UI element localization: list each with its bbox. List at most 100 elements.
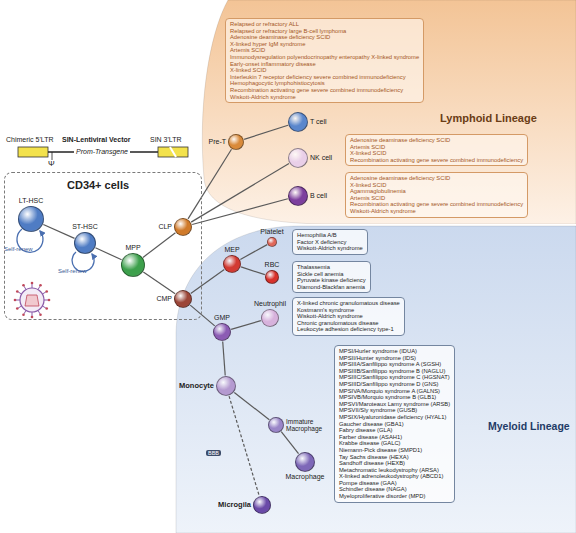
lineage-connector (240, 245, 267, 260)
ltr-5 (18, 147, 48, 157)
disease-item: MPSIIIB/Sanfilippo syndrome B (NAGLU) (339, 368, 450, 375)
lineage-connector (95, 248, 121, 260)
virus-spike (38, 310, 40, 313)
lentivirus-icon (14, 282, 51, 319)
disease-item: Sickle cell anemia (297, 271, 366, 278)
disease-item: Chronic granulomatous disease (297, 320, 400, 327)
virus-spike (16, 300, 20, 301)
disease-item: Fabry disease (GLA) (339, 427, 450, 434)
text-label: Ψ (48, 160, 55, 169)
cell-circle: T cell (288, 112, 308, 132)
disease-item: MPSIVA/Morquio syndrome A (GALNS) (339, 388, 450, 395)
virus-spike (42, 306, 45, 308)
disease-item: Metachromatic leukodystrophy (ARSA) (339, 467, 450, 474)
cell-label: RBC (265, 261, 280, 269)
disease-item: Pompe disease (GAA) (339, 480, 450, 487)
cell-label: GMP (214, 314, 230, 322)
cell-circle: CMP (174, 290, 192, 308)
region-outline (176, 226, 576, 533)
disease-item: MPSIVB/Morquio syndrome B (GLB1) (339, 394, 450, 401)
cell-circle: GMP (213, 323, 231, 341)
cell-circle: MEP (223, 255, 241, 273)
cell-label: Macrophage (286, 473, 325, 481)
virus-spike-tip (22, 313, 25, 316)
cell-circle: LT-HSC (18, 206, 44, 232)
cell-circle: Neutrophil (261, 309, 279, 327)
cell-label: Microgila (218, 501, 251, 510)
disease-item: Relapsed or refractory large B-cell lymp… (230, 28, 419, 35)
cell-circle: B cell (288, 186, 308, 206)
virus-spike (38, 286, 40, 289)
disease-item: Pyruvate kinase deficiency (297, 277, 366, 284)
disease-item: Hemophagocytic lymphohistiocytosis (230, 80, 419, 87)
disease-item: Recombination activating gene severe com… (230, 87, 419, 94)
lineage-region: Lymphoid LineagePre-TT cellNK cellB cell… (196, 0, 576, 224)
disease-item: Leukocyte adhesion deficiency type-1 (297, 326, 400, 333)
virus-spike-tip (14, 299, 17, 302)
cell-group-box: CD34+ cellsLT-HSCST-HSCMPPCLPCMP (4, 172, 202, 320)
lineage-connector (231, 321, 261, 330)
cell-label: CMP (156, 295, 172, 303)
lineage-connector (229, 396, 259, 496)
disease-list: MPSI/Hurler syndrome (IDUA)MPSII/Hunter … (334, 345, 455, 503)
lineage-connector (281, 432, 298, 454)
cell-circle: NK cell (288, 148, 308, 168)
cell-label: Immature Macrophage (286, 418, 332, 433)
cell-label: CLP (158, 223, 172, 231)
virus-spike (42, 292, 45, 294)
virus-spike-tip (48, 299, 51, 302)
cell-label: LT-HSC (19, 197, 43, 205)
lineage-connector (192, 199, 288, 225)
cell-label: ST-HSC (72, 223, 98, 231)
text-label: Chimeric 5'LTR (6, 136, 54, 144)
disease-item: Schindler disease (NAGA) (339, 486, 450, 493)
virus-spike-tip (31, 282, 34, 285)
disease-item: Wiskott-Aldrich syndrome (297, 313, 400, 320)
virus-spike-tip (16, 307, 19, 310)
lineage-connector (191, 163, 289, 222)
disease-item: MPSVII/Sly syndrome (GUSB) (339, 407, 450, 414)
virus-spike (32, 284, 33, 288)
cell-label: Neutrophil (254, 300, 286, 308)
disease-item: Agammaglobulinemia (350, 188, 523, 195)
cell-circle: Macrophage (295, 452, 315, 472)
cell-label: Monocyte (179, 382, 214, 391)
disease-item: Hemophilia A/B (297, 232, 363, 239)
disease-item: Myeloproliferative disorder (MPD) (339, 493, 450, 500)
disease-item: Interleukin 7 receptor deficiency severe… (230, 74, 419, 81)
cell-label: Pre-T (209, 138, 227, 146)
disease-item: Wiskott-Aldrich syndrome (297, 245, 363, 252)
cell-circle: Immature Macrophage (268, 417, 284, 433)
cell-circle: ST-HSC (74, 232, 96, 254)
cell-label: B cell (310, 192, 327, 200)
disease-item: Artemis SCID (230, 47, 419, 54)
virus-spike (18, 306, 21, 308)
disease-item: MPSIX/Hyaluronidase deficiency (HYAL1) (339, 414, 450, 421)
disease-item: Adenosine deaminase deficiency SCID (230, 34, 419, 41)
disease-item: Artemis SCID (350, 144, 523, 151)
disease-item: Artemis SCID (350, 195, 523, 202)
cell-label: MEP (224, 246, 239, 254)
disease-list: Adenosine deaminase deficiency SCIDArtem… (345, 134, 528, 166)
disease-item: Thalassemia (297, 264, 366, 271)
psi-tick (52, 152, 53, 160)
disease-item: Krabbe disease (GALC) (339, 440, 450, 447)
cell-circle: MPP (121, 253, 145, 277)
disease-item: MPSVI/Maroteaux Lamy syndrome (ARSB) (339, 401, 450, 408)
disease-item: MPSIIIA/Sanfilippo syndrome A (SGSH) (339, 361, 450, 368)
disease-item: Recombination activating gene severe com… (350, 157, 523, 164)
disease-list: Adenosine deaminase deficiency SCIDX-lin… (345, 172, 528, 218)
text-label: Self-renew (58, 268, 87, 275)
cell-circle: Monocyte (216, 376, 236, 396)
ltr-3 (158, 147, 188, 157)
disease-list: Hemophilia A/BFactor X deficiencyWiskott… (292, 229, 368, 255)
cell-label: MPP (125, 244, 140, 252)
cell-circle: Pre-T (228, 134, 244, 150)
disease-item: MPSII/Hunter syndrome (IDS) (339, 355, 450, 362)
disease-item: X-linked SCID (350, 150, 523, 157)
lineage-connector (190, 305, 214, 326)
disease-item: X-linked SCID (350, 182, 523, 189)
cell-circle: Platelet (267, 237, 277, 247)
sin-deletion (170, 147, 176, 157)
disease-item: X-linked hyper IgM syndrome (230, 41, 419, 48)
